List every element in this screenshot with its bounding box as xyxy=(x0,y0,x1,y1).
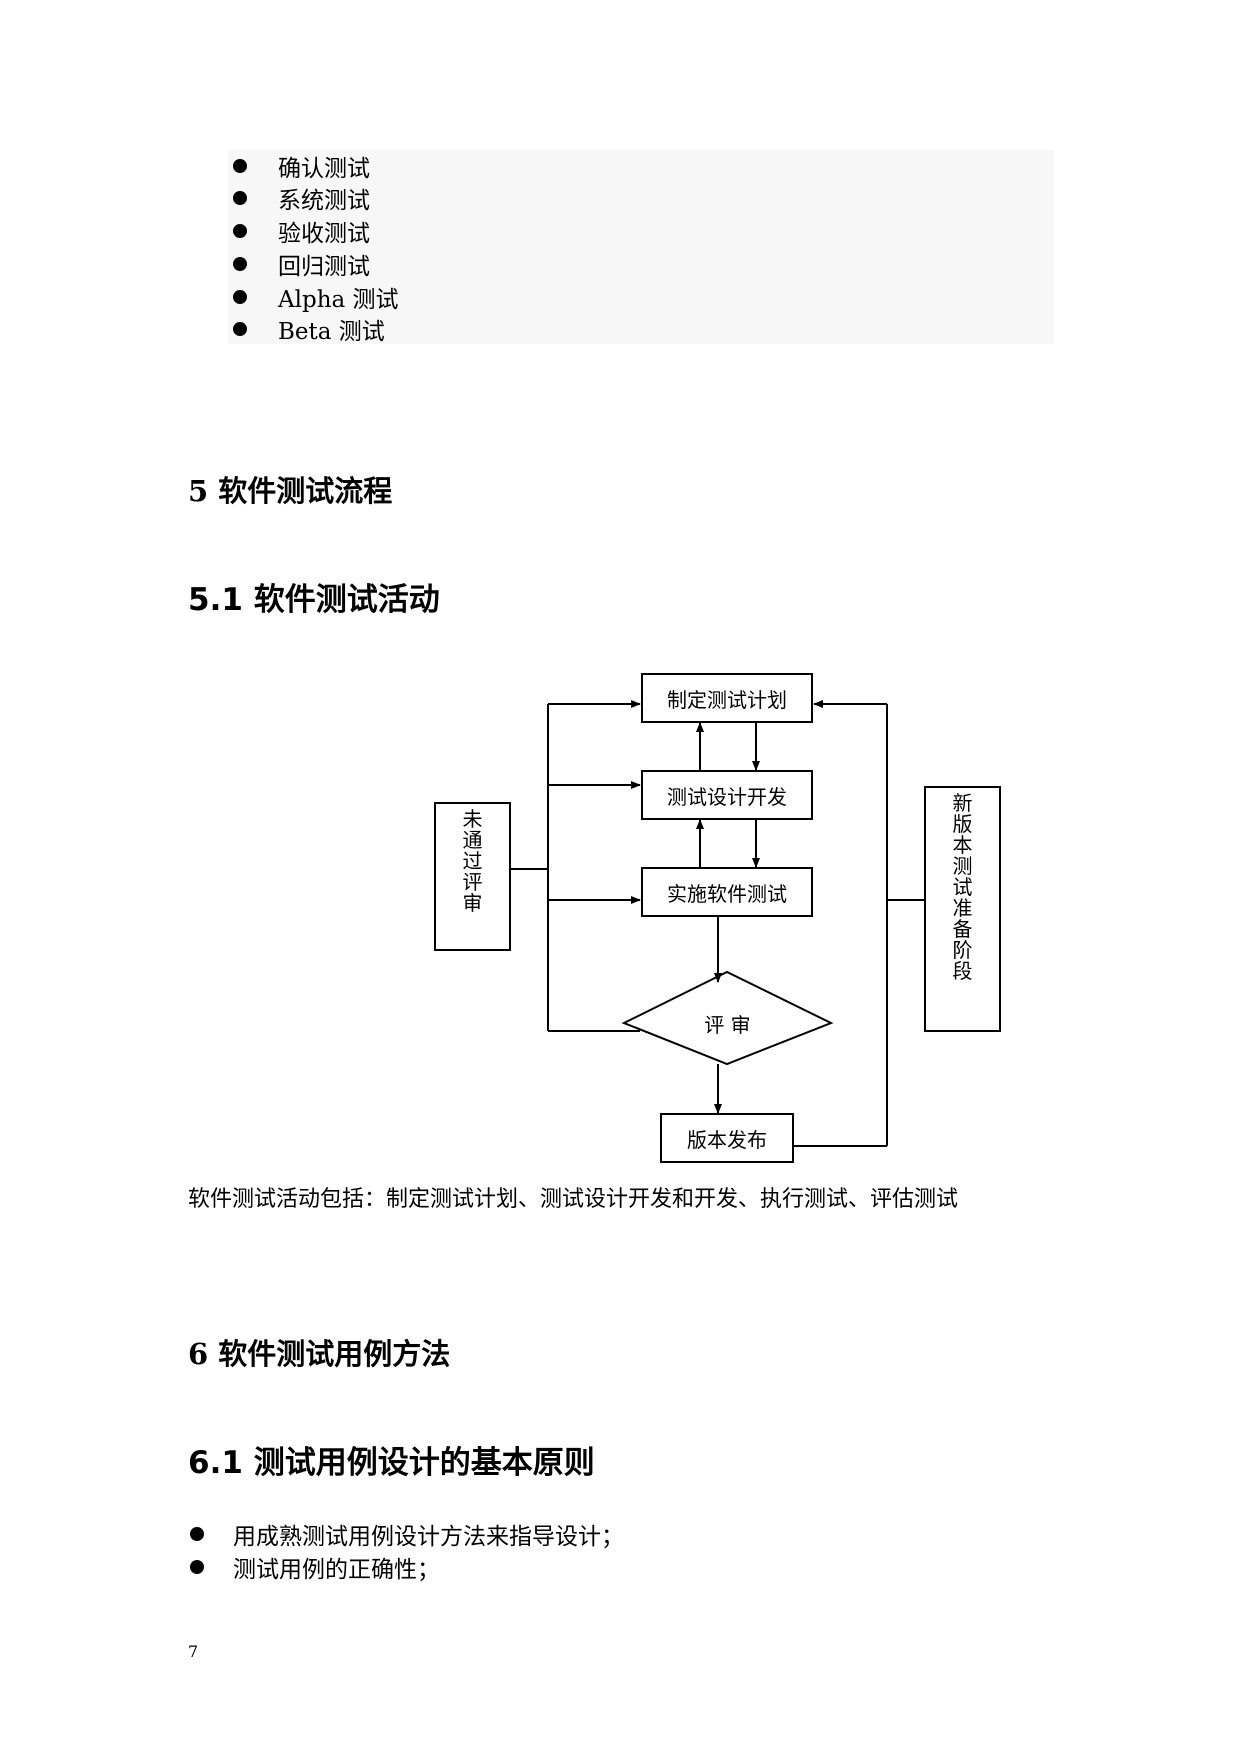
design-label: 测试设计开发 xyxy=(667,784,787,809)
list-item-text: Alpha 测试 xyxy=(278,287,399,313)
execute-label: 实施软件测试 xyxy=(667,881,787,906)
bullet-icon xyxy=(233,159,247,173)
bullet-icon xyxy=(233,191,247,205)
bullet-icon xyxy=(190,1527,204,1541)
list-item-text: Beta 测试 xyxy=(278,319,385,345)
list-item: Beta 测试 xyxy=(233,313,385,345)
review-label: 评 审 xyxy=(704,1012,751,1037)
list-item-text: 测试用例的正确性； xyxy=(233,1557,440,1583)
activities-paragraph: 软件测试活动包括：制定测试计划、测试设计开发和开发、执行测试、评估测试 xyxy=(188,1187,959,1212)
execute-box xyxy=(641,867,813,917)
list-item-text: 系统测试 xyxy=(278,188,370,214)
list-item: 验收测试 xyxy=(233,215,370,247)
release-box xyxy=(660,1113,794,1163)
failed-review-box xyxy=(434,802,511,951)
design-box xyxy=(641,770,813,820)
review-diamond xyxy=(621,970,834,1066)
list-item-text: 验收测试 xyxy=(278,221,370,247)
list-item: 用成熟测试用例设计方法来指导设计； xyxy=(190,1518,624,1550)
section-6-1-heading: 6.1 测试用例设计的基本原则 xyxy=(188,1445,595,1481)
list-item: Alpha 测试 xyxy=(233,281,399,313)
plan-box xyxy=(641,673,813,723)
list-item: 测试用例的正确性； xyxy=(190,1551,440,1583)
list-item: 确认测试 xyxy=(233,150,370,182)
list-item-text: 回归测试 xyxy=(278,254,370,280)
failed-review-label: 未 通 过 评 审 xyxy=(462,807,483,915)
list-item-text: 确认测试 xyxy=(278,156,370,182)
bullet-icon xyxy=(233,257,247,271)
bullet-icon xyxy=(233,224,247,238)
new-version-label: 新 版 本 测 试 准 备 阶 段 xyxy=(952,791,973,983)
release-label: 版本发布 xyxy=(687,1127,767,1152)
page-number: 7 xyxy=(188,1642,199,1661)
bullet-icon xyxy=(233,322,247,336)
list-item: 回归测试 xyxy=(233,248,370,280)
bullet-icon xyxy=(190,1560,204,1574)
section-5-1-heading: 5.1 软件测试活动 xyxy=(188,582,440,618)
section-6-heading: 6 软件测试用例方法 xyxy=(188,1337,451,1371)
list-item: 系统测试 xyxy=(233,182,370,214)
bullet-icon xyxy=(233,290,247,304)
list-item-text: 用成熟测试用例设计方法来指导设计； xyxy=(233,1524,624,1550)
section-5-heading: 5 软件测试流程 xyxy=(188,474,393,508)
new-version-box xyxy=(924,786,1001,1032)
test-types-panel xyxy=(228,150,1054,344)
plan-label: 制定测试计划 xyxy=(667,687,787,712)
